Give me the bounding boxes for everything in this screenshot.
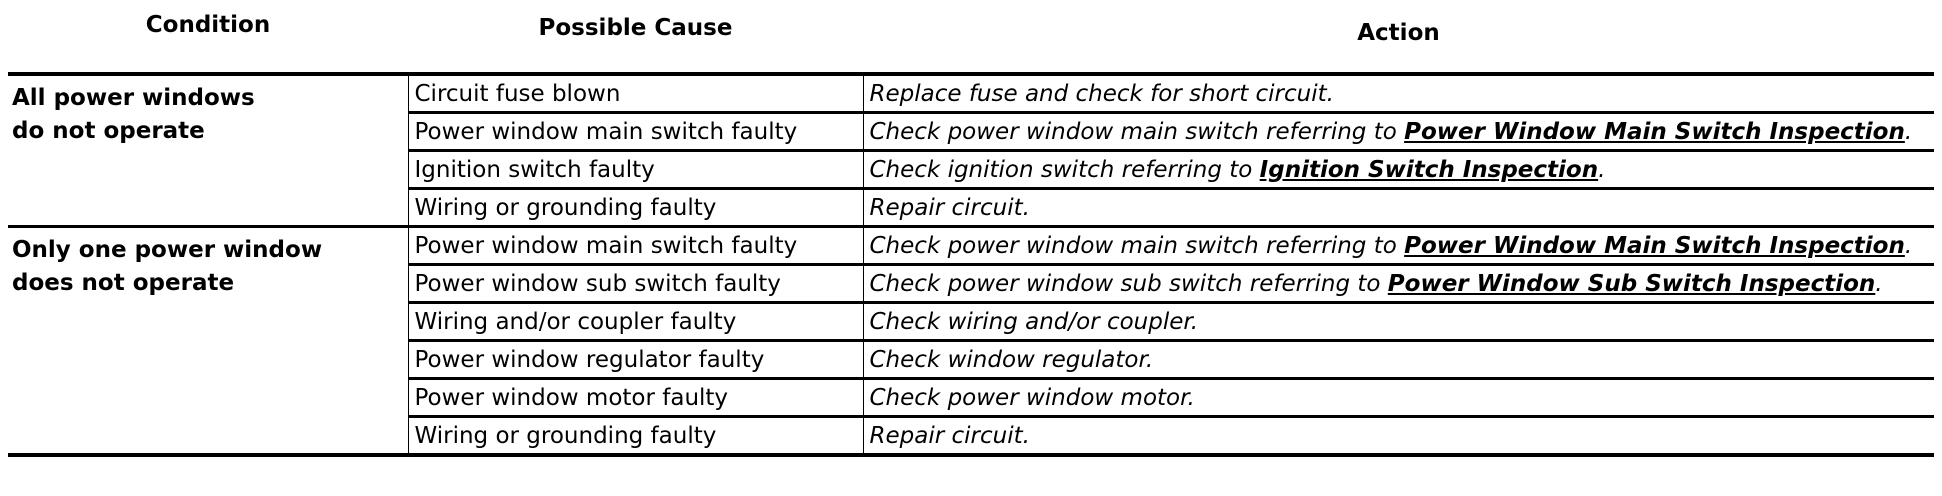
inspection-link[interactable]: Power Window Main Switch Inspection — [1404, 118, 1905, 145]
condition-line-2: do not operate — [12, 118, 205, 144]
action-tail: . — [1598, 156, 1606, 183]
header-row: Condition Possible Cause Action — [8, 6, 1934, 76]
action-cell: Check window regulator. — [862, 340, 1934, 380]
action-cell: Check power window motor. — [862, 378, 1934, 418]
cause-cell: Wiring or grounding faulty — [407, 416, 863, 457]
table-row: Power window sub switch faulty Check pow… — [8, 264, 1934, 304]
action-tail: . — [1904, 232, 1913, 259]
condition-line-2: does not operate — [12, 270, 235, 296]
header-condition: Condition — [8, 6, 408, 76]
action-cell: Repair circuit. — [862, 188, 1934, 228]
action-cell: Check power window main switch referring… — [862, 226, 1934, 266]
table-row: Power window regulator faulty Check wind… — [8, 340, 1934, 380]
condition-cell: All power windows do not operate — [8, 74, 408, 228]
action-text: Check wiring and/or coupler. — [869, 308, 1199, 335]
table-row: All power windows do not operate Circuit… — [8, 74, 1934, 228]
action-text: Check ignition switch referring to — [869, 156, 1260, 183]
troubleshooting-table: Condition Possible Cause Action All powe… — [8, 6, 1934, 457]
condition-line-1: Only one power window — [12, 237, 323, 263]
header-action: Action — [863, 6, 1934, 76]
action-cell: Repair circuit. — [862, 416, 1934, 457]
cause-cell: Power window regulator faulty — [407, 340, 863, 380]
cause-cell: Wiring and/or coupler faulty — [407, 302, 863, 342]
action-tail: . — [1904, 118, 1913, 145]
header-possible-cause: Possible Cause — [408, 6, 863, 76]
table-row: Power window motor faulty Check power wi… — [8, 378, 1934, 418]
cause-cell: Power window main switch faulty — [407, 112, 863, 152]
condition-line-1: All power windows — [12, 85, 255, 111]
action-cell: Check power window sub switch referring … — [862, 264, 1934, 304]
table-row: Wiring and/or coupler faulty Check wirin… — [8, 302, 1934, 342]
table-row: Wiring or grounding faulty Repair circui… — [8, 188, 1934, 228]
inspection-link[interactable]: Ignition Switch Inspection — [1259, 156, 1599, 183]
cause-cell: Ignition switch faulty — [407, 150, 863, 190]
action-tail: . — [1875, 270, 1883, 297]
cause-cell: Power window motor faulty — [407, 378, 863, 418]
action-text: Repair circuit. — [869, 194, 1030, 221]
action-text: Check power window sub switch referring … — [869, 270, 1388, 297]
action-cell: Check ignition switch referring to Ignit… — [862, 150, 1934, 190]
cause-cell: Wiring or grounding faulty — [407, 188, 863, 228]
action-text: Repair circuit. — [869, 422, 1030, 449]
cause-cell: Power window sub switch faulty — [407, 264, 863, 304]
table-row: Power window main switch faulty Check po… — [8, 112, 1934, 152]
table-row: Wiring or grounding faulty Repair circui… — [8, 416, 1934, 457]
cause-cell: Power window main switch faulty — [407, 226, 863, 266]
action-cell: Check power window main switch referring… — [862, 112, 1934, 152]
action-cell: Check wiring and/or coupler. — [862, 302, 1934, 342]
action-text: Check power window main switch referring… — [869, 118, 1405, 145]
inspection-link[interactable]: Power Window Main Switch Inspection — [1404, 232, 1905, 259]
table-row: Ignition switch faulty Check ignition sw… — [8, 150, 1934, 190]
action-text: Check window regulator. — [869, 346, 1154, 373]
action-text: Replace fuse and check for short circuit… — [869, 80, 1334, 107]
table-row: Only one power window does not operate P… — [8, 226, 1934, 457]
action-cell: Replace fuse and check for short circuit… — [862, 74, 1934, 114]
condition-cell: Only one power window does not operate — [8, 226, 408, 457]
action-text: Check power window motor. — [869, 384, 1195, 411]
cause-cell: Circuit fuse blown — [407, 74, 863, 114]
inspection-link[interactable]: Power Window Sub Switch Inspection — [1387, 270, 1876, 297]
action-text: Check power window main switch referring… — [869, 232, 1405, 259]
